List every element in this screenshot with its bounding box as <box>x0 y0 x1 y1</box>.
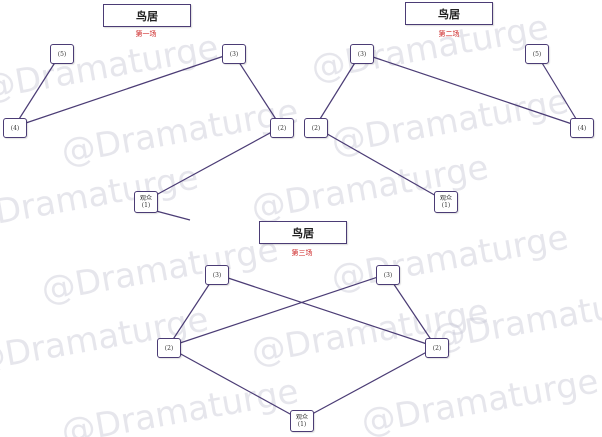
node-label: (2) <box>277 124 287 132</box>
edge-s3n2a-s3n1 <box>167 346 302 421</box>
node-label: 观众 <box>439 195 452 202</box>
node-s3n2a: (2) <box>157 338 181 358</box>
node-s1n5: (5) <box>50 44 74 64</box>
scene-1-subtitle: 第一场 <box>135 30 157 38</box>
node-label: (5) <box>57 50 67 58</box>
node-s3n3a: (3) <box>205 265 229 285</box>
node-label: (4) <box>10 124 20 132</box>
node-s1n2: (2) <box>270 118 294 138</box>
edge-s1n2-s1n1 <box>144 126 282 202</box>
node-s3n2b: (2) <box>425 338 449 358</box>
node-label: (2) <box>311 124 321 132</box>
node-sublabel: (1) <box>297 421 307 428</box>
node-s2n3: (3) <box>350 44 374 64</box>
edge-s1n5-s1n4 <box>13 52 62 128</box>
node-label: (2) <box>164 344 174 352</box>
node-s2n2: (2) <box>304 118 328 138</box>
edge-s2n5-s2n4 <box>535 52 582 128</box>
node-s2n4: (4) <box>570 118 594 138</box>
node-s2n5: (5) <box>525 44 549 64</box>
node-label: (2) <box>432 344 442 352</box>
edge-s2n2-s2n1 <box>314 126 446 202</box>
node-label: 观众 <box>139 195 152 202</box>
node-label: (3) <box>357 50 367 58</box>
node-sublabel: (1) <box>141 202 151 209</box>
node-s1n4: (4) <box>3 118 27 138</box>
edge-s3n3a-s3n2b <box>215 273 437 348</box>
scene-3-title: 鸟居 <box>259 221 347 244</box>
scene-3-subtitle: 第三场 <box>291 249 313 257</box>
edge-s3n3b-s3n2a <box>167 273 388 348</box>
scene-2-subtitle: 第二场 <box>438 30 460 38</box>
node-label: (4) <box>577 124 587 132</box>
scene-2-title: 鸟居 <box>405 2 493 25</box>
edge-s3n3a-s3n2a <box>167 273 217 348</box>
edge-s2n3-s2n4 <box>360 52 582 128</box>
node-label: (3) <box>229 50 239 58</box>
node-s3n3b: (3) <box>376 265 400 285</box>
node-label: (3) <box>383 271 393 279</box>
edge-s3n3b-s3n2b <box>386 273 437 348</box>
node-label: (5) <box>532 50 542 58</box>
node-s1n3: (3) <box>222 44 246 64</box>
edge-s1n3-s1n2 <box>232 52 282 128</box>
edge-s1n4-s1n3 <box>13 52 234 128</box>
node-sublabel: (1) <box>441 202 451 209</box>
edge-s2n3-s2n2 <box>314 52 362 128</box>
node-s1n1: 观众(1) <box>134 191 158 213</box>
node-label: (3) <box>212 271 222 279</box>
edge-tail <box>155 210 191 221</box>
node-s2n1: 观众(1) <box>434 191 458 213</box>
scene-1-title: 鸟居 <box>103 4 191 27</box>
node-s3n1: 观众(1) <box>290 410 314 432</box>
edge-s3n2b-s3n1 <box>300 346 437 421</box>
node-label: 观众 <box>295 414 308 421</box>
